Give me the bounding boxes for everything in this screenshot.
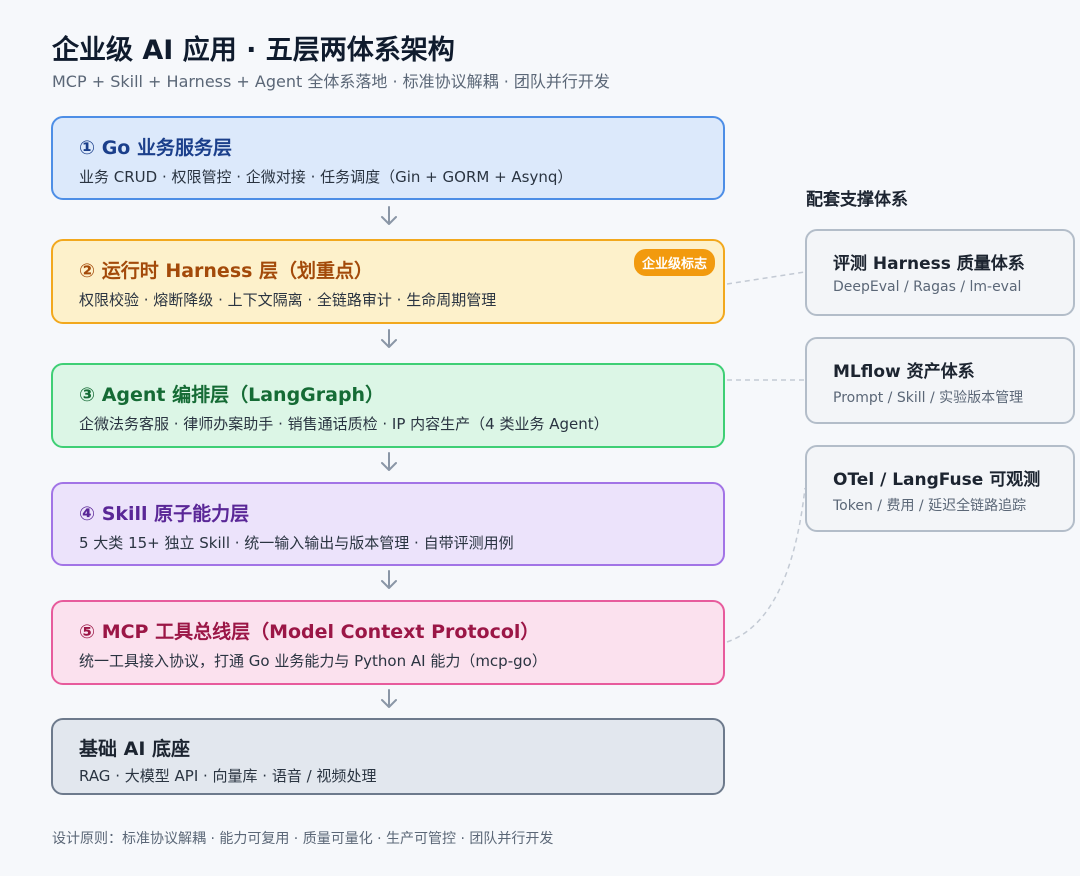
layer-desc: RAG · 大模型 API · 向量库 · 语音 / 视频处理 <box>79 767 377 785</box>
support-title: 评测 Harness 质量体系 <box>833 254 1025 274</box>
down-arrow-icon <box>381 689 397 708</box>
support-heading: 配套支撑体系 <box>806 190 908 210</box>
support-title: MLflow 资产体系 <box>833 362 975 382</box>
support-eval-harness: 评测 Harness 质量体系 DeepEval / Ragas / lm-ev… <box>805 229 1075 316</box>
layer-title: ④ Skill 原子能力层 <box>79 503 250 525</box>
down-arrow-icon <box>381 206 397 225</box>
layer-title: ⑤ MCP 工具总线层（Model Context Protocol） <box>79 621 540 643</box>
support-title: OTel / LangFuse 可观测 <box>833 470 1041 490</box>
layer-desc: 权限校验 · 熔断降级 · 上下文隔离 · 全链路审计 · 生命周期管理 <box>79 291 497 309</box>
layer-desc: 5 大类 15+ 独立 Skill · 统一输入输出与版本管理 · 自带评测用例 <box>79 534 514 552</box>
support-observability: OTel / LangFuse 可观测 Token / 费用 / 延迟全链路追踪 <box>805 445 1075 532</box>
layer-title: ③ Agent 编排层（LangGraph） <box>79 384 385 406</box>
support-mlflow: MLflow 资产体系 Prompt / Skill / 实验版本管理 <box>805 337 1075 424</box>
layer-title: ① Go 业务服务层 <box>79 137 232 159</box>
layer-title: ② 运行时 Harness 层（划重点） <box>79 260 374 282</box>
support-desc: DeepEval / Ragas / lm-eval <box>833 279 1022 295</box>
connector-harness-eval <box>726 271 806 285</box>
connector-mcp-otel <box>726 487 806 643</box>
down-arrow-icon <box>381 570 397 589</box>
design-principles: 设计原则：标准协议解耦 · 能力可复用 · 质量可量化 · 生产可管控 · 团队… <box>52 831 554 847</box>
page-title: 企业级 AI 应用 · 五层两体系架构 <box>52 35 455 66</box>
layer-go-business: ① Go 业务服务层 业务 CRUD · 权限管控 · 企微对接 · 任务调度（… <box>51 116 725 200</box>
page-subtitle: MCP + Skill + Harness + Agent 全体系落地 · 标准… <box>52 72 610 91</box>
layer-desc: 统一工具接入协议，打通 Go 业务能力与 Python AI 能力（mcp-go… <box>79 652 547 670</box>
layer-skill-atomic: ④ Skill 原子能力层 5 大类 15+ 独立 Skill · 统一输入输出… <box>51 482 725 566</box>
down-arrow-icon <box>381 452 397 471</box>
down-arrow-icon <box>381 329 397 348</box>
layer-harness-runtime: ② 运行时 Harness 层（划重点） 权限校验 · 熔断降级 · 上下文隔离… <box>51 239 725 324</box>
enterprise-badge: 企业级标志 <box>633 249 715 276</box>
layer-desc: 企微法务客服 · 律师办案助手 · 销售通话质检 · IP 内容生产（4 类业务… <box>79 415 609 433</box>
layer-title: 基础 AI 底座 <box>79 738 191 760</box>
layer-ai-base: 基础 AI 底座 RAG · 大模型 API · 向量库 · 语音 / 视频处理 <box>51 718 725 795</box>
support-desc: Token / 费用 / 延迟全链路追踪 <box>833 498 1027 514</box>
layer-desc: 业务 CRUD · 权限管控 · 企微对接 · 任务调度（Gin + GORM … <box>79 168 573 186</box>
layer-mcp-bus: ⑤ MCP 工具总线层（Model Context Protocol） 统一工具… <box>51 600 725 685</box>
layer-agent-orchestration: ③ Agent 编排层（LangGraph） 企微法务客服 · 律师办案助手 ·… <box>51 363 725 448</box>
support-desc: Prompt / Skill / 实验版本管理 <box>833 390 1024 406</box>
